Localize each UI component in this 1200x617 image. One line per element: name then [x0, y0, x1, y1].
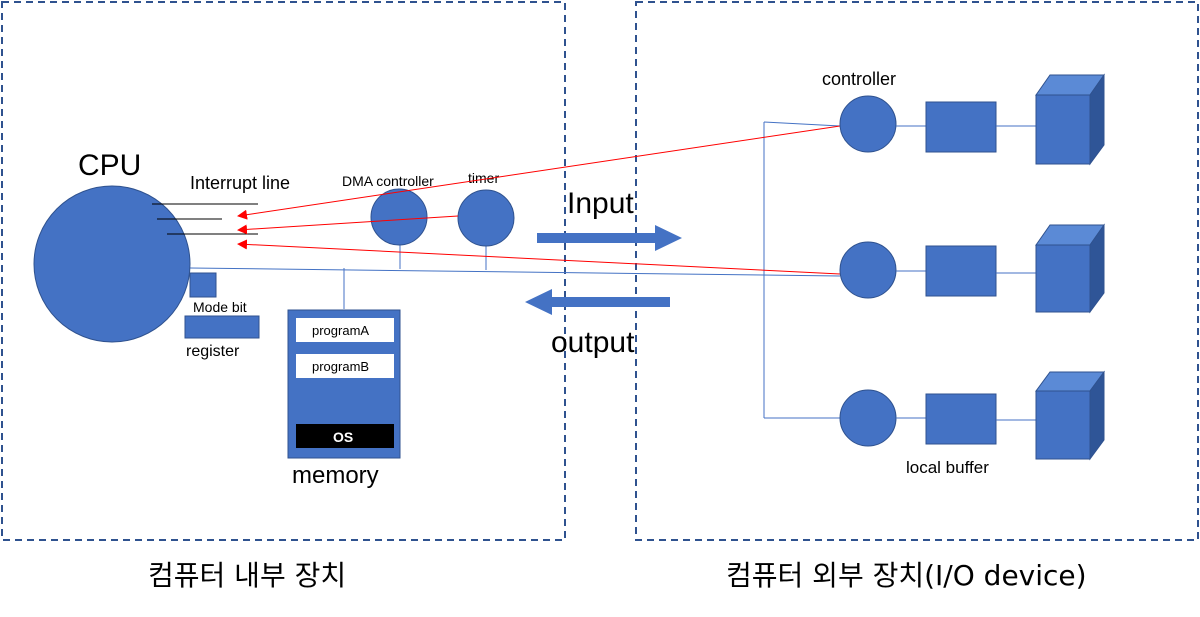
program-b-label: programB — [312, 359, 369, 374]
cpu-label: CPU — [78, 149, 141, 182]
local-buffer-label: local buffer — [906, 458, 989, 477]
io-device-icon — [1035, 73, 1105, 166]
output-arrow — [525, 289, 670, 315]
interrupt-arrow-from-dma — [237, 215, 459, 235]
program-a-label: programA — [312, 323, 369, 338]
program-a-box — [296, 318, 394, 342]
register-box — [184, 315, 260, 339]
output-label: output — [551, 326, 635, 359]
program-b-box — [296, 354, 394, 378]
local-buffer-box-1 — [925, 101, 997, 153]
local-buffer-box-2 — [925, 245, 997, 297]
timer-circle — [457, 189, 515, 247]
internal-devices-border — [1, 1, 566, 541]
interrupt-line-label: Interrupt line — [190, 173, 290, 193]
interrupt-arrow-from-controller — [237, 125, 841, 220]
dma-controller-label: DMA controller — [342, 173, 434, 189]
input-label: Input — [567, 187, 634, 220]
io-device-icon — [1035, 223, 1105, 314]
io-device-icon — [1035, 370, 1105, 461]
register-label: register — [186, 343, 240, 360]
mode-bit-box — [189, 272, 217, 298]
dma-controller-circle — [370, 188, 428, 246]
cpu-circle — [33, 185, 191, 343]
controller-circle-3 — [839, 389, 897, 447]
external-devices-border — [635, 1, 1199, 541]
controller-label: controller — [822, 69, 896, 89]
internal-devices-caption: 컴퓨터 내부 장치 — [148, 559, 346, 592]
local-buffer-box-3 — [925, 393, 997, 445]
controller-circle-2 — [839, 241, 897, 299]
external-devices-caption: 컴퓨터 외부 장치(I/O device) — [726, 559, 1087, 592]
io-branch-top — [763, 121, 841, 127]
controller-circle-1 — [839, 95, 897, 153]
memory-label: memory — [292, 462, 379, 489]
interrupt-arrow-from-device — [237, 239, 841, 275]
timer-label: timer — [468, 170, 499, 186]
os-box — [296, 424, 394, 448]
os-label: OS — [333, 429, 353, 445]
system-bus-line — [189, 267, 841, 277]
input-arrow — [537, 225, 682, 251]
mode-bit-label: Mode bit — [193, 299, 247, 315]
